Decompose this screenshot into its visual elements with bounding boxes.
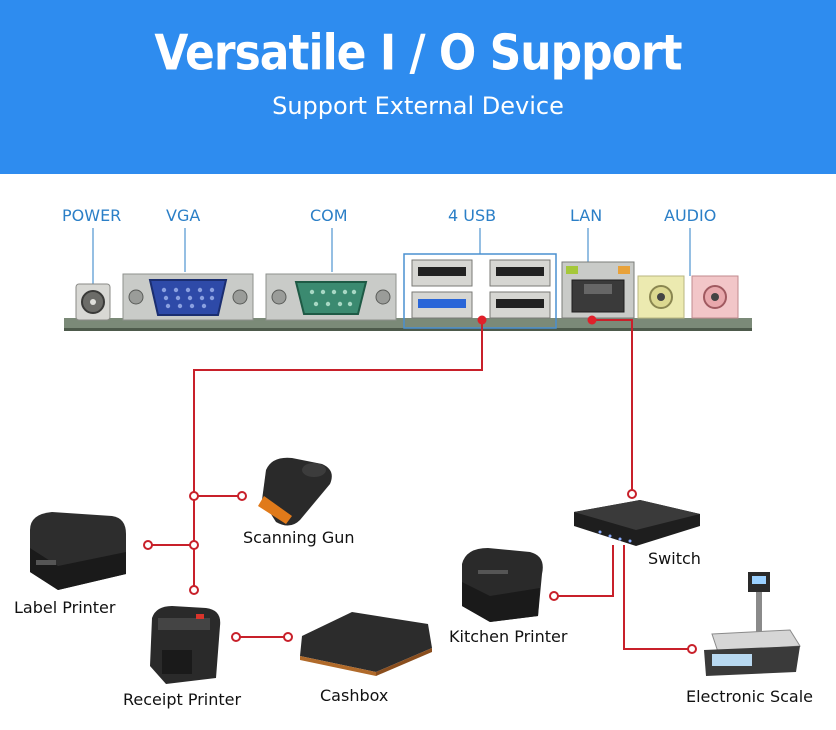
port-leader-lines — [92, 228, 691, 288]
connection-lines — [148, 319, 692, 650]
port-label-power: POWER — [62, 206, 122, 225]
power-port-icon — [75, 283, 111, 321]
board-edge — [64, 318, 752, 330]
page-title: Versatile I / O Support — [154, 24, 682, 83]
connection-nodes — [143, 489, 697, 654]
electronic-scale-icon — [704, 572, 801, 676]
device-label-electronic-scale: Electronic Scale — [686, 687, 813, 706]
lan-port-icon — [561, 261, 635, 319]
device-label-switch: Switch — [648, 549, 701, 568]
cashbox-icon — [300, 612, 432, 676]
label-printer-icon — [30, 512, 126, 590]
switch-icon — [574, 500, 700, 546]
device-label-receipt-printer: Receipt Printer — [123, 690, 242, 709]
audio-ports-icon — [637, 275, 739, 319]
port-label-usb: 4 USB — [448, 206, 497, 225]
header-banner: Versatile I / O Support Support External… — [0, 0, 836, 174]
lan-junction-dot — [587, 315, 597, 325]
receipt-printer-icon — [150, 606, 221, 684]
device-label-cashbox: Cashbox — [320, 686, 389, 705]
kitchen-printer-icon — [462, 548, 543, 622]
com-port-icon — [265, 273, 397, 321]
port-label-audio: AUDIO — [664, 206, 717, 225]
port-label-vga: VGA — [166, 206, 201, 225]
device-label-scanning-gun: Scanning Gun — [243, 528, 355, 547]
usb-ports-icon — [403, 253, 557, 329]
port-label-com: COM — [310, 206, 348, 225]
device-label-kitchen-printer: Kitchen Printer — [449, 627, 568, 646]
page-subtitle: Support External Device — [272, 92, 564, 120]
scanning-gun-icon — [258, 457, 332, 526]
port-label-lan: LAN — [570, 206, 603, 225]
device-label-label-printer: Label Printer — [14, 598, 116, 617]
vga-port-icon — [122, 273, 254, 321]
usb-junction-dot — [477, 315, 487, 325]
